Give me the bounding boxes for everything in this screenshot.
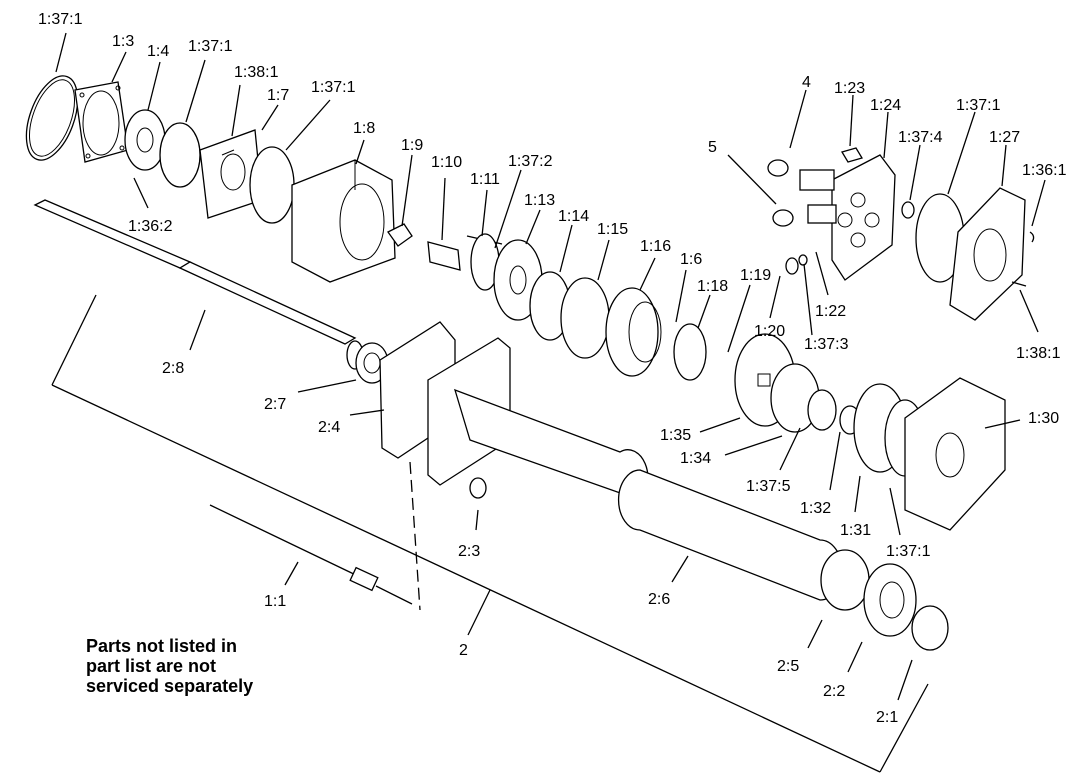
callout-1-23: 1:23: [834, 80, 865, 97]
callout-1-18: 1:18: [697, 278, 728, 295]
part-endplate-1-30: [904, 377, 1006, 531]
callout-1-4: 1:4: [147, 43, 169, 60]
part-plate-1-27: [949, 187, 1026, 321]
callout-1-37-3: 1:37:3: [804, 336, 849, 353]
callout-2-5: 2:5: [777, 658, 799, 675]
part-ring-1-37-5: [807, 389, 837, 431]
part-ring-1-37-4: [901, 201, 915, 219]
part-tube-2-6-lower: [617, 469, 843, 601]
callout-1-38-1-b: 1:38:1: [1016, 345, 1061, 362]
leader-lines: [55, 32, 1046, 701]
part-rotor-1-4: [124, 109, 166, 171]
callout-1-11: 1:11: [470, 171, 500, 188]
callout-1-3: 1:3: [112, 33, 134, 50]
callout-2-4: 2:4: [318, 419, 340, 436]
callout-1-30: 1:30: [1028, 410, 1059, 427]
callout-1-37-1-b: 1:37:1: [188, 38, 233, 55]
callout-1-32: 1:32: [800, 500, 831, 517]
callout-2-2: 2:2: [823, 683, 845, 700]
callout-2-1: 2:1: [876, 709, 898, 726]
part-rotor-1-18: [673, 323, 707, 381]
part-key-1-9: [387, 223, 413, 247]
part-ring-1-37-1-c: [249, 146, 295, 224]
callout-1-7: 1:7: [267, 87, 289, 104]
callout-1-24: 1:24: [870, 97, 901, 114]
callout-1-22: 1:22: [815, 303, 846, 320]
assembly-bracket-2: [51, 294, 929, 773]
callout-1-37-1-c: 1:37:1: [311, 79, 356, 96]
callout-1-37-5: 1:37:5: [746, 478, 791, 495]
callout-1-9: 1:9: [401, 137, 423, 154]
part-spacer-2-5: [820, 549, 870, 611]
callout-1-13: 1:13: [524, 192, 555, 209]
part-pin-1-38-1: [1011, 281, 1027, 287]
callout-1-31: 1:31: [840, 522, 871, 539]
callout-1-14: 1:14: [558, 208, 589, 225]
part-nut-2-1: [911, 605, 949, 651]
part-fitting-1-22: [785, 254, 808, 275]
part-clip-1-36-1: [1029, 231, 1035, 243]
callout-2-3: 2:3: [458, 543, 480, 560]
callout-1-6: 1:6: [680, 251, 702, 268]
callout-1-15: 1:15: [597, 221, 628, 238]
part-housing-1-8: [291, 159, 396, 283]
callout-1-37-1-d: 1:37:1: [956, 97, 1001, 114]
part-stator-1-16: [605, 287, 662, 377]
callout-4: 4: [802, 74, 811, 91]
callout-1-37-2: 1:37:2: [508, 153, 553, 170]
callout-2-7: 2:7: [264, 396, 286, 413]
callout-1-1: 1:1: [264, 593, 286, 610]
callout-1-37-4: 1:37:4: [898, 129, 943, 146]
part-bearing-2-2: [863, 563, 917, 637]
callout-2-8: 2:8: [162, 360, 184, 377]
part-snapring-2-3: [469, 477, 487, 499]
callout-1-19: 1:19: [740, 267, 771, 284]
callout-1-35: 1:35: [660, 427, 691, 444]
callout-1-16: 1:16: [640, 238, 671, 255]
callout-5: 5: [708, 139, 717, 156]
callout-1-36-1: 1:36:1: [1022, 162, 1067, 179]
callout-2: 2: [459, 642, 468, 659]
callout-1-34: 1:34: [680, 450, 711, 467]
callout-1-27: 1:27: [989, 129, 1020, 146]
callout-1-20: 1:20: [754, 323, 785, 340]
callout-1-38-1-a: 1:38:1: [234, 64, 279, 81]
callout-2-6: 2:6: [648, 591, 670, 608]
callout-1-8: 1:8: [353, 120, 375, 137]
part-vane-1-10: [427, 241, 461, 271]
callout-1-37-1-a: 1:37:1: [38, 11, 83, 28]
part-oring-4: [767, 159, 789, 177]
part-plate-1-3: [74, 81, 129, 163]
part-oring-5: [772, 209, 794, 227]
service-note-line-2: part list are not: [86, 656, 217, 676]
part-fitting-1-23: [841, 147, 863, 163]
part-ring-1-37-1-b: [159, 122, 201, 188]
service-note-line-1: Parts not listed in: [86, 636, 238, 656]
callout-1-10: 1:10: [431, 154, 462, 171]
callout-labels: 1:37:1 1:3 1:4 1:37:1 1:38:1 1:7 1:37:1 …: [38, 11, 1067, 726]
part-cover-1-24: [799, 154, 896, 281]
part-ring-1-15: [560, 277, 610, 359]
service-note-line-3: serviced separately: [86, 676, 254, 696]
part-oring-large-left: [25, 75, 79, 161]
part-rod-1-1: [209, 504, 413, 605]
callout-1-36-2: 1:36:2: [128, 218, 173, 235]
service-note: Parts not listed in part list are not se…: [86, 636, 253, 696]
callout-1-37-1-e: 1:37:1: [886, 543, 931, 560]
